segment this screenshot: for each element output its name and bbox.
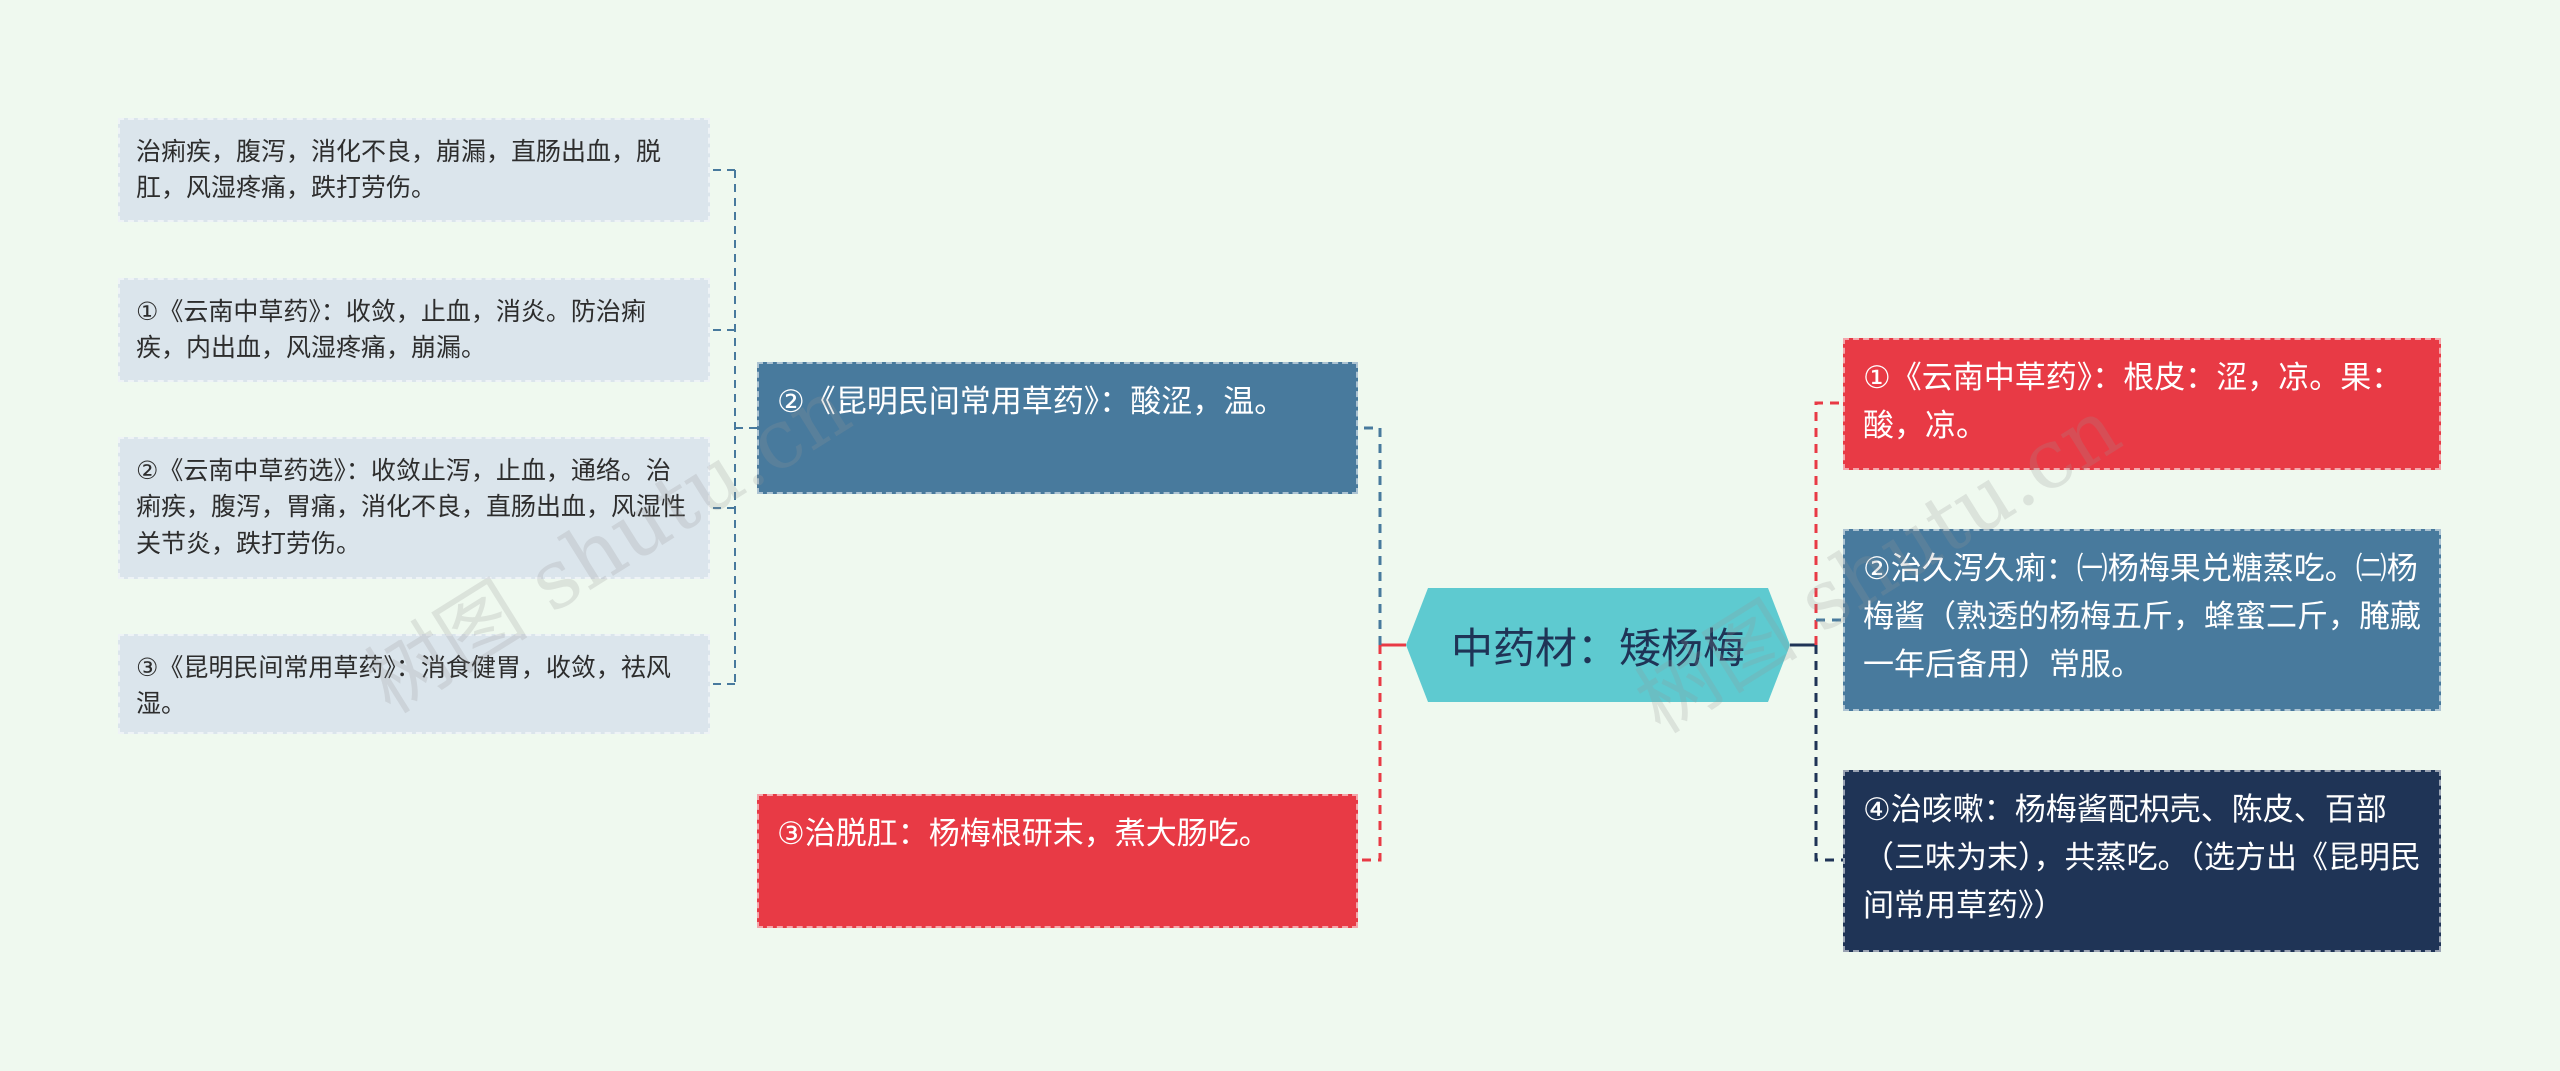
branch-node-kunming[interactable]: ②《昆明民间常用草药》：酸涩，温。: [757, 362, 1358, 494]
root-title: 中药材：矮杨梅: [1450, 623, 1745, 673]
branch-node-prolapse[interactable]: ③治脱肛：杨梅根研末，煮大肠吃。: [757, 794, 1358, 928]
leaf-node[interactable]: ③《昆明民间常用草药》：消食健胃，收敛，祛风湿。: [118, 634, 710, 734]
branch-text: ④治咳嗽：杨梅酱配枳壳、陈皮、百部（三味为末），共蒸吃。（选方出《昆明民间常用草…: [1863, 792, 2421, 925]
leaf-text: ①《云南中草药》：收敛，止血，消炎。防治痢疾，内出血，风湿疼痛，崩漏。: [136, 297, 646, 363]
root-node[interactable]: 中药材：矮杨梅: [1406, 588, 1790, 702]
leaf-node[interactable]: 治痢疾，腹泻，消化不良，崩漏，直肠出血，脱肛，风湿疼痛，跌打劳伤。: [118, 118, 710, 222]
branch-node-cough[interactable]: ④治咳嗽：杨梅酱配枳壳、陈皮、百部（三味为末），共蒸吃。（选方出《昆明民间常用草…: [1843, 770, 2441, 952]
branch-node-diarrhea[interactable]: ②治久泻久痢：㈠杨梅果兑糖蒸吃。㈡杨梅酱（熟透的杨梅五斤，蜂蜜二斤，腌藏一年后备…: [1843, 529, 2441, 711]
leaf-text: 治痢疾，腹泻，消化不良，崩漏，直肠出血，脱肛，风湿疼痛，跌打劳伤。: [136, 137, 662, 203]
leaf-node[interactable]: ①《云南中草药》：收敛，止血，消炎。防治痢疾，内出血，风湿疼痛，崩漏。: [118, 278, 710, 382]
leaf-text: ③《昆明民间常用草药》：消食健胃，收敛，祛风湿。: [136, 653, 671, 719]
branch-text: ①《云南中草药》：根皮：涩，凉。果：酸，凉。: [1863, 360, 2403, 445]
branch-text: ②治久泻久痢：㈠杨梅果兑糖蒸吃。㈡杨梅酱（熟透的杨梅五斤，蜂蜜二斤，腌藏一年后备…: [1863, 551, 2421, 684]
branch-text: ③治脱肛：杨梅根研末，煮大肠吃。: [777, 816, 1270, 852]
leaf-text: ②《云南中草药选》：收敛止泻，止血，通络。治痢疾，腹泻，胃痛，消化不良，直肠出血…: [136, 456, 687, 558]
leaf-node[interactable]: ②《云南中草药选》：收敛止泻，止血，通络。治痢疾，腹泻，胃痛，消化不良，直肠出血…: [118, 437, 710, 579]
branch-node-yunnan[interactable]: ①《云南中草药》：根皮：涩，凉。果：酸，凉。: [1843, 338, 2441, 470]
branch-text: ②《昆明民间常用草药》：酸涩，温。: [777, 384, 1286, 420]
